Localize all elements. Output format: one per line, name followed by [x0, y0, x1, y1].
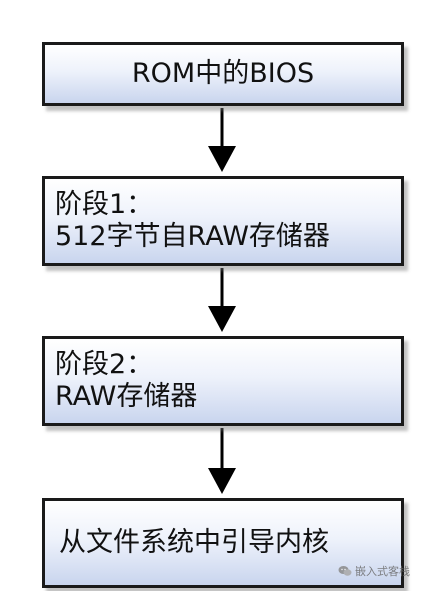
watermark: 嵌入式客栈 — [338, 563, 410, 579]
step-3-title: 阶段2： — [55, 348, 154, 380]
arrow-3 — [208, 428, 236, 494]
step-stage-2: 阶段2： RAW存储器 — [42, 336, 404, 426]
step-rom-bios: ROM中的BIOS — [42, 42, 404, 106]
watermark-text: 嵌入式客栈 — [355, 565, 410, 578]
step-2-title: 阶段1： — [55, 188, 154, 220]
step-2-detail: 512字节自RAW存储器 — [55, 221, 330, 252]
arrow-2 — [208, 268, 236, 332]
wechat-icon — [338, 566, 352, 576]
step-4-label: 从文件系统中引导内核 — [59, 526, 329, 558]
arrow-1 — [208, 108, 236, 172]
step-3-detail: RAW存储器 — [55, 381, 198, 412]
step-stage-1: 阶段1： 512字节自RAW存储器 — [42, 176, 404, 266]
step-1-label: ROM中的BIOS — [131, 57, 315, 89]
